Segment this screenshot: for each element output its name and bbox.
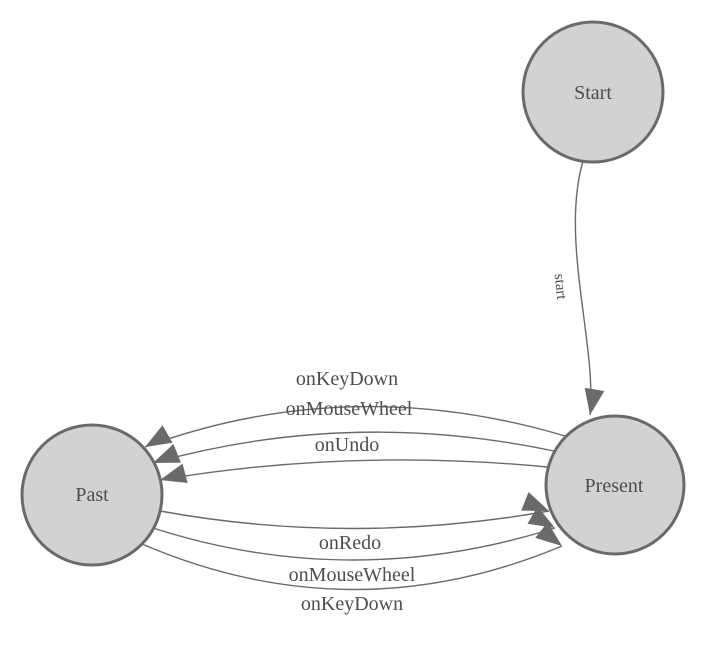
edge-onredo-past-to-present[interactable] [159, 510, 550, 530]
start-state-label: Start [574, 82, 612, 104]
edge-label-start: start [551, 273, 570, 301]
arrowhead-onredo-to-present [521, 492, 549, 511]
start-state-circle[interactable] [521, 20, 665, 164]
state-node-present[interactable]: Present [544, 414, 686, 556]
edge-label-onmousewheel-lower: onMouseWheel [289, 564, 416, 586]
arrowhead-onmousewheel-to-present [527, 506, 555, 528]
edge-onmousewheel-past-to-present[interactable] [152, 527, 556, 561]
edge-labels-layer: start onKeyDown onMouseWheel onUndo onRe… [286, 273, 570, 615]
edge-label-onundo: onUndo [315, 434, 379, 456]
state-node-past[interactable]: Past [20, 423, 164, 567]
edges-layer [141, 160, 592, 591]
edge-onundo-present-to-past[interactable] [159, 459, 548, 481]
arrowhead-onmousewheel-to-past [153, 444, 181, 463]
edge-onkeydown-present-to-past[interactable] [144, 405, 566, 448]
arrowhead-onkeydown-to-past [145, 425, 173, 447]
state-node-start[interactable]: Start [521, 20, 665, 164]
edge-onmousewheel-present-to-past[interactable] [152, 431, 555, 464]
arrowhead-onkeydown-to-present [535, 522, 562, 546]
present-state-circle[interactable] [544, 414, 686, 556]
arrowhead-onundo-to-past [160, 463, 188, 483]
present-state-label: Present [585, 475, 644, 497]
edge-label-onmousewheel-upper: onMouseWheel [286, 398, 413, 420]
past-state-circle[interactable] [20, 423, 164, 567]
edge-label-onredo: onRedo [319, 532, 381, 554]
edge-onkeydown-past-to-present[interactable] [141, 543, 563, 591]
nodes-layer: Start Past Present [20, 20, 686, 567]
arrowhead-start-to-present [584, 387, 605, 415]
arrowheads-layer [145, 387, 605, 546]
edge-label-onkeydown-lower: onKeyDown [301, 593, 403, 615]
edge-label-onkeydown-upper: onKeyDown [296, 368, 398, 390]
past-state-label: Past [75, 484, 109, 506]
edge-start-to-present[interactable] [574, 160, 592, 416]
